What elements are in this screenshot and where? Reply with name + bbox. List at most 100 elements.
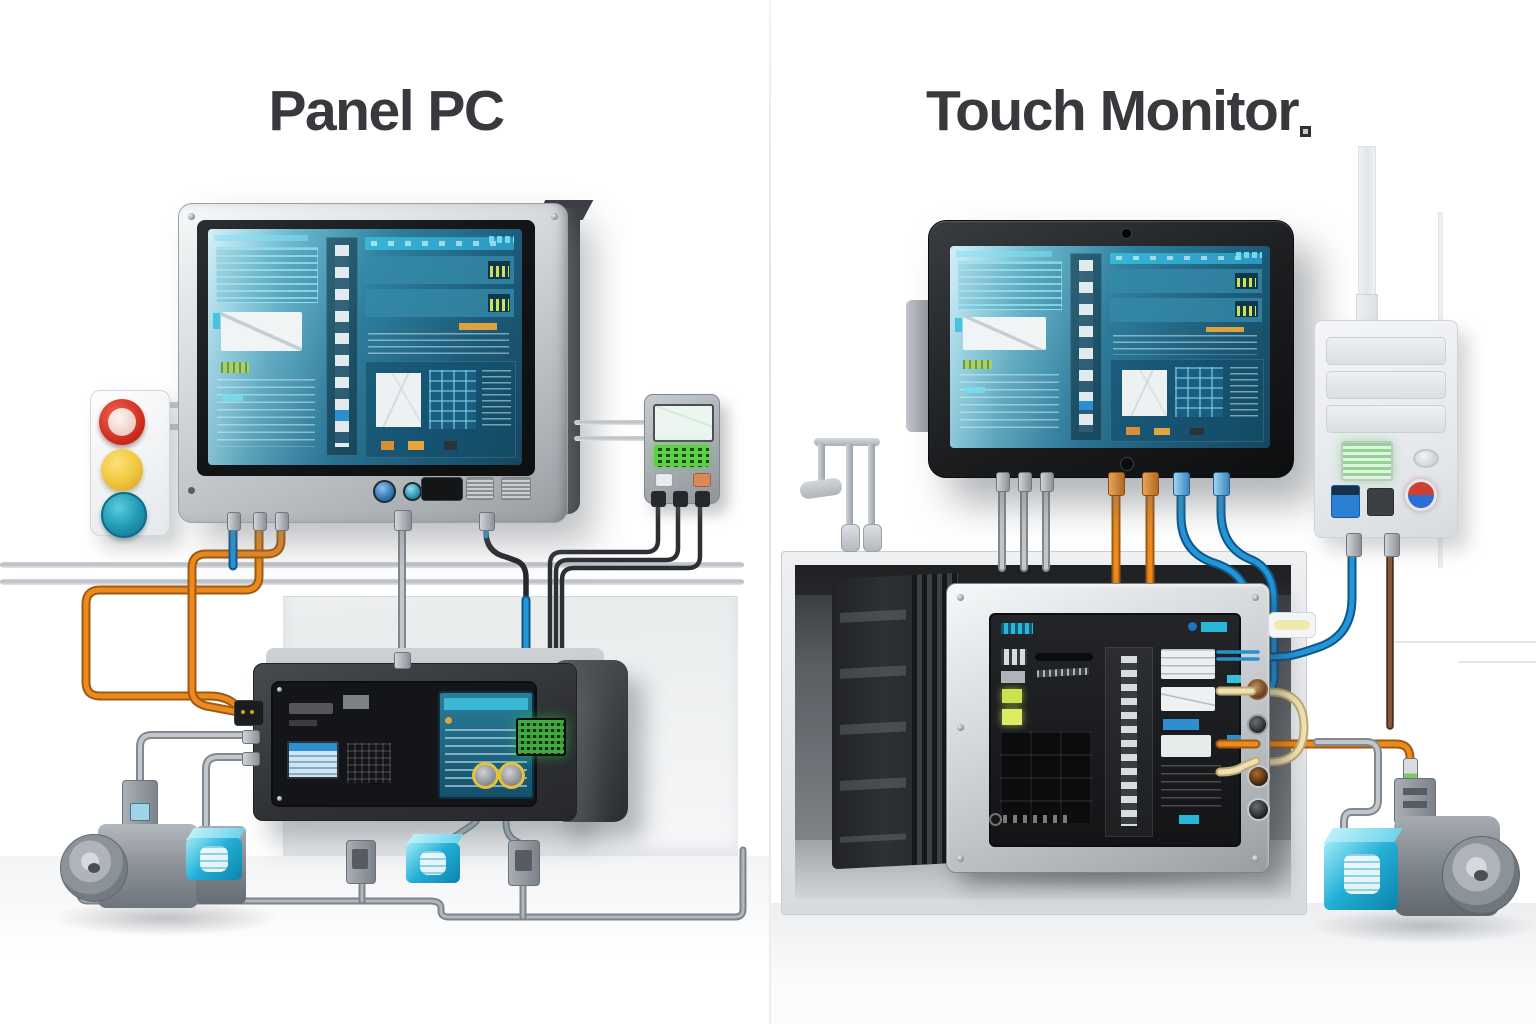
pc-connector-1: [1247, 679, 1268, 700]
screen-text-lines-left: [217, 378, 315, 448]
motor-shaft-dot: [88, 863, 100, 873]
pc-bottom-dashes: [1003, 815, 1073, 823]
screen-trend-chart: [220, 311, 303, 351]
screen-logo: [1236, 251, 1262, 258]
screen-dip-blue-cell: [1078, 400, 1094, 411]
handheld-controller: [644, 394, 720, 507]
wall-conduit-1: [0, 562, 744, 568]
panel-teal-button: [403, 482, 422, 501]
blue-ferrule: [1213, 472, 1230, 496]
screen-mini-chart-2: [488, 293, 511, 313]
ferrule: [275, 512, 289, 531]
server-tower: [832, 572, 958, 870]
ferrule: [1018, 472, 1032, 492]
junction-2-slot: [352, 849, 368, 869]
screen-mini-chart-1: [1235, 273, 1259, 290]
pc-slot-bar-1: [1035, 653, 1093, 661]
wall-conduit-2: [0, 579, 744, 585]
cabinet-slat-1: [1326, 337, 1446, 365]
alcove-edge-plug: [1268, 612, 1316, 638]
screen-mini-chart-1: [488, 260, 511, 280]
estop-blue-button: [101, 492, 147, 538]
screen-topbar: [956, 251, 1053, 257]
junction-box-2: [346, 840, 376, 884]
screw: [188, 213, 195, 220]
cabinet-indicator: [1405, 479, 1437, 511]
screen-text-lines-right: [368, 332, 510, 357]
screen-io-strip: [325, 237, 358, 457]
screw: [551, 213, 558, 220]
pc-dot-rows: [1161, 765, 1221, 807]
cable-orange-1: [83, 515, 262, 713]
cabinet-slat-2: [1326, 371, 1446, 399]
controller-keypad: [654, 445, 709, 467]
round-connector-1: [472, 762, 499, 789]
ferrule: [253, 512, 267, 531]
electrical-cabinet: [1314, 320, 1458, 557]
screen-topbar: [214, 234, 309, 242]
floor-right: [771, 903, 1536, 1024]
hook-rod-1: [818, 444, 825, 486]
screen-status-row-2: [365, 289, 515, 318]
cabinet-stub-2: [1384, 533, 1400, 557]
screen-cyan-tab: [212, 312, 220, 330]
screen-value-column: [482, 369, 511, 430]
pipe-to-controller-2: [574, 436, 650, 441]
cable-hooks: [798, 434, 894, 552]
screen-amber-bar: [1206, 326, 1245, 333]
estop-yellow-button: [101, 449, 143, 491]
screen-value-column: [1229, 366, 1259, 418]
cabinet-blue-switch: [1331, 485, 1360, 518]
screw: [277, 796, 282, 801]
center-divider: [769, 0, 771, 1024]
screen-status-row-1: [1110, 269, 1262, 294]
panel-pc-title: Panel PC: [268, 79, 505, 143]
screen-orange-chip-2: [407, 441, 425, 450]
panel-speaker-grille-1: [466, 477, 494, 500]
pc-label-slanted: [1036, 667, 1090, 678]
right-junction-slot-1: [1403, 788, 1427, 795]
screw: [1252, 594, 1259, 601]
motor-junction-box: [122, 780, 158, 828]
panel-pc-screen: [208, 229, 522, 465]
screen-dark-chip: [443, 441, 457, 450]
estop-conduit-1: [164, 402, 182, 408]
screen-detail-panel: [365, 361, 517, 458]
pc-top-right-chip: [1201, 622, 1227, 632]
wall-fixture-dot: [1303, 129, 1308, 134]
side-stub-1: [242, 730, 260, 744]
screen-table-grid: [1174, 366, 1224, 418]
cable-black-3: [559, 499, 703, 665]
panel-blue-button: [373, 480, 396, 503]
motor-left-face: [60, 834, 128, 902]
mini-blue-screen: [287, 741, 339, 779]
screw: [1252, 855, 1259, 862]
pipe-to-controller-1: [574, 420, 650, 425]
cable-black-2: [553, 499, 681, 665]
pc-connector-3: [1247, 765, 1270, 788]
ferrule: [479, 512, 495, 531]
pc-dip-strip: [1105, 647, 1153, 837]
screen-amber-bar: [459, 323, 497, 330]
pc-io-block: [1000, 731, 1092, 823]
pc-led-green-2: [1002, 709, 1022, 725]
right-junction-slot-2: [1403, 801, 1427, 808]
cable-dark-link: [483, 529, 529, 607]
controller-screen: [653, 404, 714, 442]
cpu-marking-2: [289, 720, 317, 726]
plug-pin-2: [250, 710, 254, 714]
ferrule: [1040, 472, 1054, 492]
green-matrix-display: [516, 718, 566, 756]
screen-green-indicator: [220, 362, 249, 373]
screen-status-row-1: [365, 256, 515, 285]
screen-dip-column: [1078, 259, 1094, 433]
controller-button-orange: [693, 473, 711, 487]
pc-cyan-tag-2: [1227, 735, 1241, 743]
touch-monitor-screen: [950, 246, 1270, 448]
teal-screen-amber-dot: [445, 717, 452, 724]
hook-bar: [814, 438, 880, 446]
round-connector-2: [498, 762, 525, 789]
ferrule: [394, 510, 412, 531]
screen-data-stripes: [958, 261, 1063, 310]
pc-chip-1: [1001, 649, 1027, 665]
